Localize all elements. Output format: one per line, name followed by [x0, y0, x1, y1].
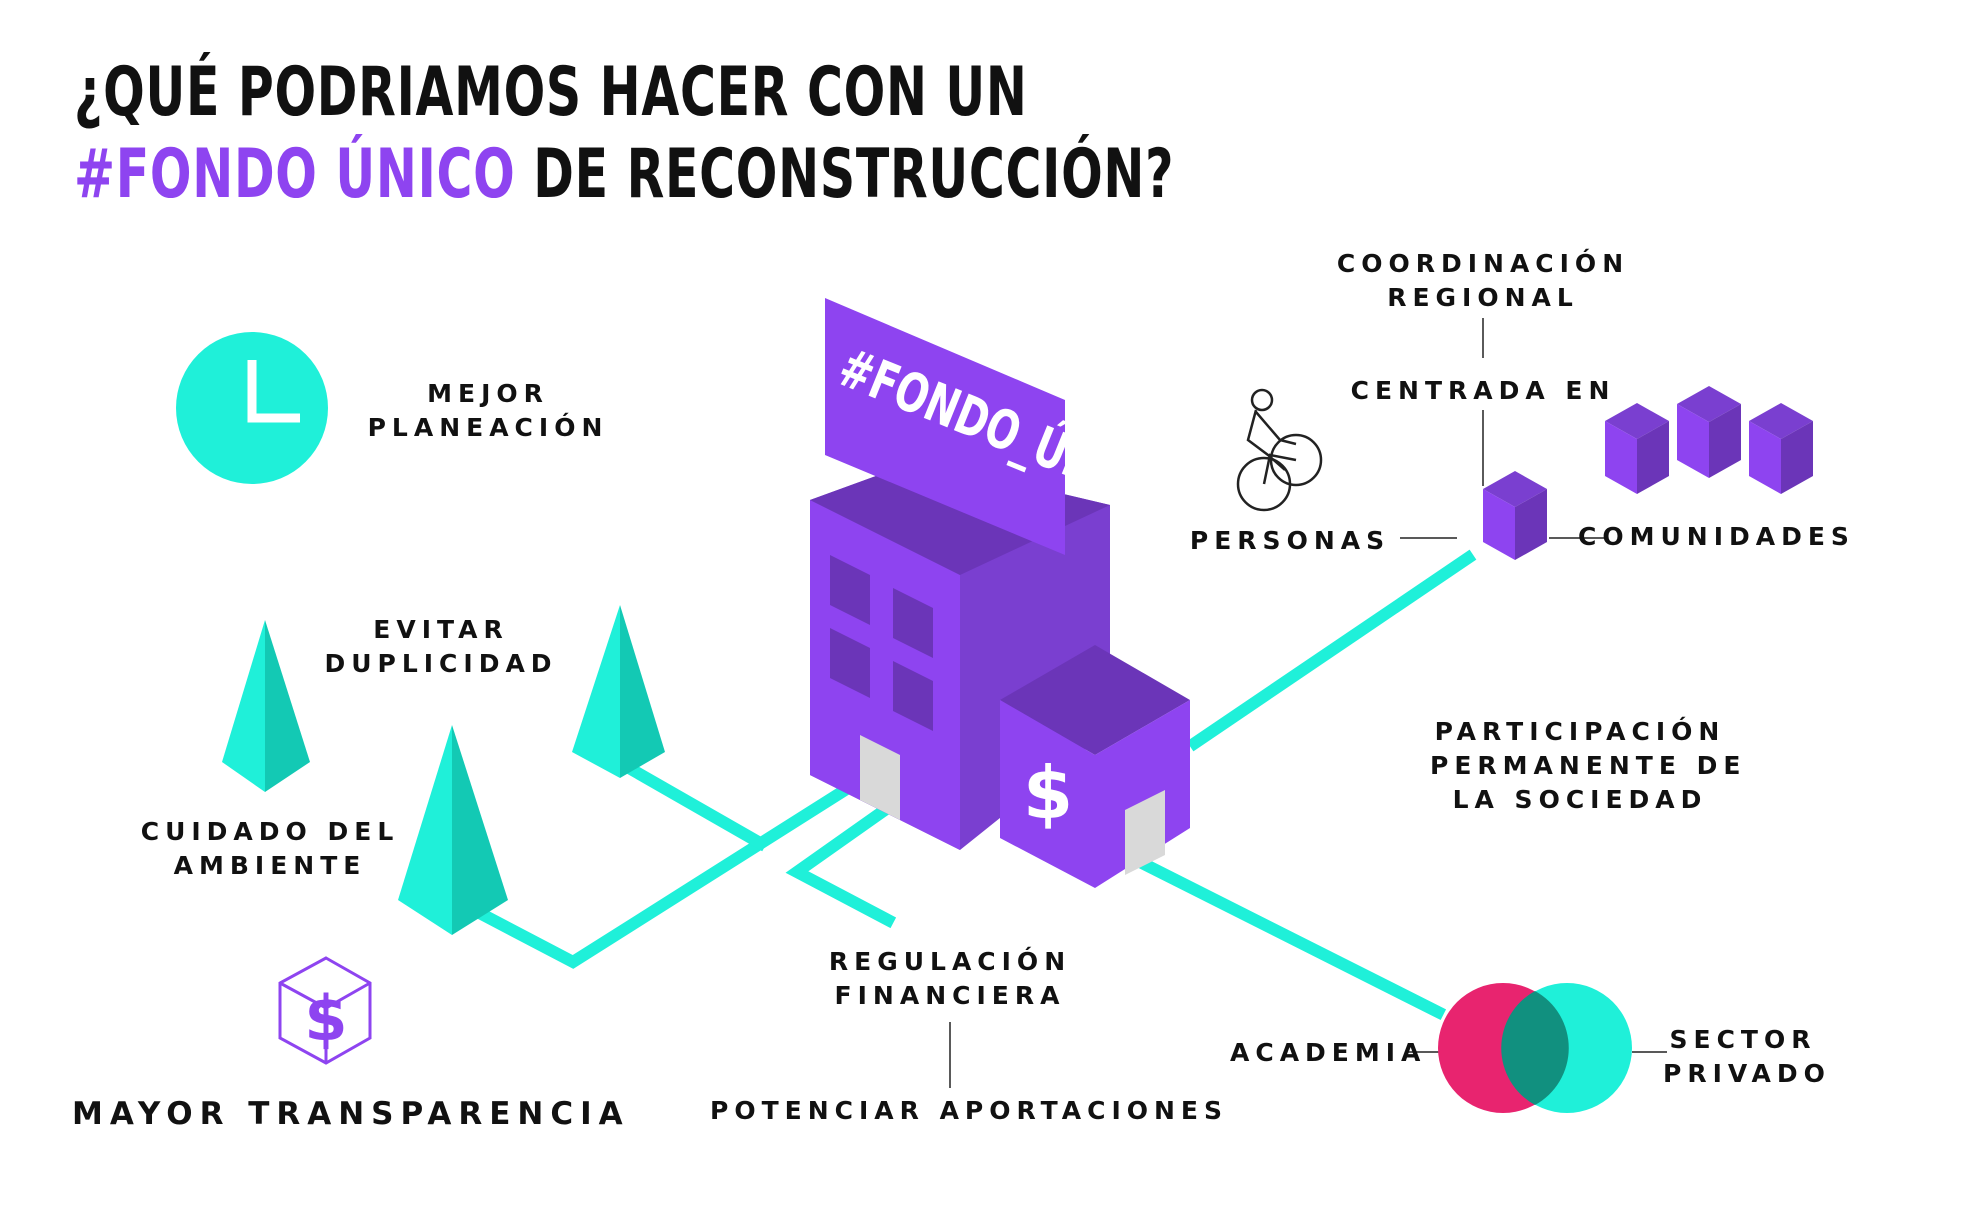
cube-icon	[1605, 403, 1669, 494]
title-line-1: ¿QUÉ PODRIAMOS HACER CON UN	[74, 53, 1028, 132]
label-cuidado-ambiente: CUIDADO DEL AMBIENTE	[140, 815, 400, 883]
connector-right-upper	[1186, 549, 1477, 752]
connector-lines	[461, 549, 1477, 1021]
title-line-2: #FONDO ÚNICO DE RECONSTRUCCIÓN?	[74, 134, 1174, 216]
label-regulacion-financiera: REGULACIÓN FINANCIERA	[820, 945, 1080, 1013]
label-line: PERSONAS	[1189, 526, 1391, 555]
tree-icon	[572, 605, 665, 778]
connector-regulation	[785, 803, 897, 929]
venn-circles-icon	[1438, 983, 1632, 1113]
label-evitar-duplicidad: EVITAR DUPLICIDAD	[316, 613, 566, 681]
title-rest: DE RECONSTRUCCIÓN?	[515, 135, 1175, 214]
label-line: SECTOR	[1669, 1025, 1817, 1054]
label-line: FINANCIERA	[834, 981, 1066, 1010]
label-line: PARTICIPACIÓN	[1434, 717, 1726, 746]
label-mayor-transparencia: MAYOR TRANSPARENCIA	[72, 1096, 630, 1132]
label-line: POTENCIAR APORTACIONES	[710, 1096, 1228, 1125]
connector-left-lower	[461, 781, 854, 969]
money-cube-symbol: $	[304, 982, 347, 1055]
connector-right-lower	[1137, 856, 1447, 1021]
label-coordinacion-regional: COORDINACIÓN REGIONAL	[1318, 247, 1648, 315]
label-comunidades: COMUNIDADES	[1578, 520, 1855, 554]
leader-lines	[949, 318, 1667, 1088]
label-line: MAYOR TRANSPARENCIA	[72, 1096, 630, 1132]
connector-left-upper	[606, 751, 769, 852]
building-dollar: $	[1023, 751, 1073, 835]
label-line: COMUNIDADES	[1578, 522, 1855, 551]
label-line: PERMANENTE DE	[1430, 751, 1747, 780]
money-cube-icon: $	[278, 956, 372, 1065]
cube-icon	[1749, 403, 1813, 494]
cube-icon	[1483, 471, 1547, 560]
label-personas: PERSONAS	[1186, 524, 1394, 558]
label-line: REGULACIÓN	[828, 947, 1072, 976]
label-line: COORDINACIÓN	[1336, 249, 1630, 278]
label-line: DUPLICIDAD	[324, 649, 558, 678]
cyclist-icon	[1236, 388, 1323, 512]
tree-icon	[398, 725, 508, 935]
label-participacion-sociedad: PARTICIPACIÓN PERMANENTE DE LA SOCIEDAD	[1430, 715, 1747, 817]
label-line: EVITAR	[373, 615, 509, 644]
tree-icon	[222, 620, 310, 792]
clock-icon	[176, 332, 328, 484]
label-line: LA SOCIEDAD	[1452, 785, 1708, 814]
title-accent: #FONDO ÚNICO	[74, 135, 516, 214]
label-academia: ACADEMIA	[1230, 1036, 1427, 1070]
label-mejor-planeacion: MEJOR PLANEACIÓN	[358, 377, 618, 445]
label-line: ACADEMIA	[1230, 1038, 1427, 1067]
label-line: PLANEACIÓN	[367, 413, 609, 442]
label-line: CENTRADA EN	[1350, 376, 1616, 405]
label-line: MEJOR	[427, 379, 549, 408]
label-centrada-en: CENTRADA EN	[1340, 374, 1626, 408]
label-sector-privado: SECTOR PRIVADO	[1663, 1023, 1831, 1091]
label-potenciar-aportaciones: POTENCIAR APORTACIONES	[710, 1094, 1228, 1128]
label-line: CUIDADO DEL	[140, 817, 400, 846]
page-title: ¿QUÉ PODRIAMOS HACER CON UN #FONDO ÚNICO…	[74, 52, 1174, 216]
label-line: PRIVADO	[1663, 1059, 1831, 1088]
building-icon: $ #FONDO_ÚNICO	[810, 298, 1190, 888]
label-line: REGIONAL	[1387, 283, 1579, 312]
label-line: AMBIENTE	[173, 851, 367, 880]
cube-icon	[1677, 386, 1741, 478]
